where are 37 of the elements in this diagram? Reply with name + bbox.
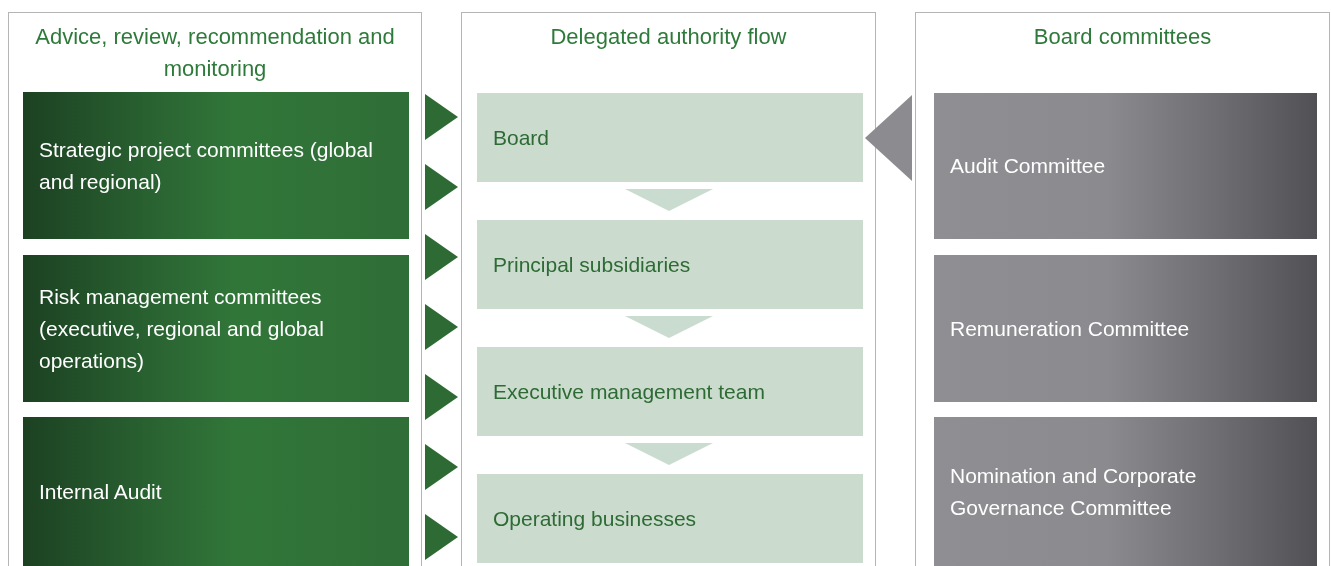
chevron-arrow <box>425 374 458 420</box>
box-label: Board <box>493 124 550 151</box>
column-heading: Board committees <box>1032 23 1213 51</box>
committee-box <box>934 417 1317 566</box>
box-label: Nomination and Corporate Governance Committee <box>950 463 1198 521</box>
chevron-arrow <box>865 95 912 181</box>
box-label: Audit Committee <box>950 153 1106 179</box>
flow-box <box>477 220 863 309</box>
flow-box <box>477 474 863 563</box>
committee-box <box>23 417 409 566</box>
chevron-arrow <box>425 94 458 140</box>
chevron-arrow <box>425 164 458 210</box>
box-label: Remuneration Committee <box>950 315 1190 342</box>
column-heading: Delegated authority flow <box>549 23 788 51</box>
chevron-arrow <box>425 234 458 280</box>
chevron-arrow <box>625 189 713 211</box>
column-panel <box>461 12 876 566</box>
box-label: Risk management committees (executive, regional and global operations) <box>39 283 325 374</box>
committee-box <box>934 93 1317 239</box>
chevron-arrow <box>625 443 713 465</box>
committee-box <box>23 92 409 239</box>
flow-box <box>477 93 863 182</box>
chevron-arrow <box>425 444 458 490</box>
chevron-arrow <box>625 316 713 338</box>
chevron-arrow <box>425 304 458 350</box>
chevron-arrow <box>425 514 458 560</box>
box-label: Principal subsidiaries <box>493 251 691 278</box>
flow-box <box>477 347 863 436</box>
committee-box <box>23 255 409 402</box>
box-label: Operating businesses <box>493 505 697 532</box>
column-panel <box>915 12 1330 566</box>
box-label: Executive management team <box>493 378 765 405</box>
box-label: Internal Audit <box>39 479 162 505</box>
committee-box <box>934 255 1317 402</box>
column-panel <box>8 12 422 566</box>
column-heading: Advice, review, recommendation and monitoring <box>34 23 396 83</box>
box-label: Strategic project committees (global and regional) <box>39 136 374 195</box>
